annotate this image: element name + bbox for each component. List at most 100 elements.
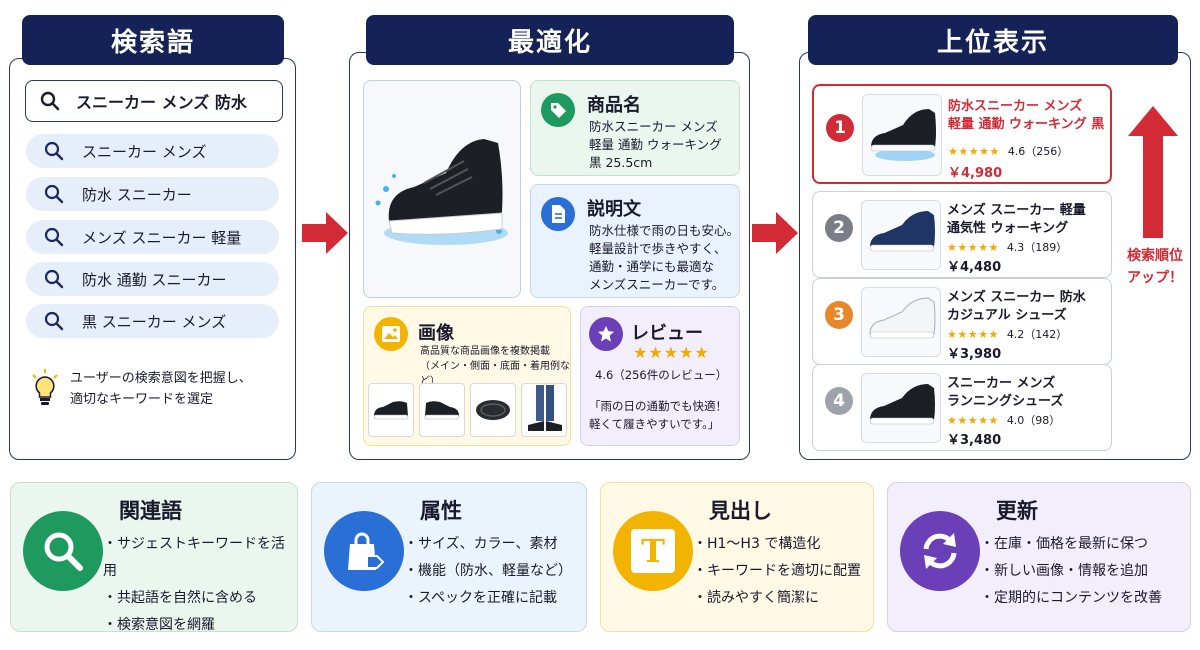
thumbnail[interactable] (470, 383, 516, 437)
attributes-card: 属性 ・サイズ、カラー、素材 ・機能（防水、軽量など） ・スペックを正確に記載 (311, 482, 587, 632)
search-icon (44, 269, 64, 289)
rank-badge: 1 (826, 114, 854, 142)
ranking-item[interactable]: 2 メンズ スニーカー 軽量 通気性 ウォーキング ★★★★★4.3（189） … (812, 191, 1112, 278)
images-card: 画像 高品質な商品画像を複数掲載 （メイン・側面・底面・着用例など） (363, 306, 571, 446)
headings-card: T 見出し ・H1〜H3 で構造化 ・キーワードを適切に配置 ・読みやすく簡潔に (600, 482, 874, 632)
suggestion-item[interactable]: スニーカー メンズ (26, 134, 279, 168)
image-thumbnails (368, 383, 567, 437)
product-thumbnail (862, 94, 942, 176)
text-line: ランニングシューズ (947, 394, 1064, 409)
card-title: 見出し (709, 499, 772, 523)
ranking-item[interactable]: 1 防水スニーカー メンズ 軽量 通勤 ウォーキング 黒 ★★★★★ 4.6（25… (812, 84, 1112, 184)
rating-value: 4.3（189） (1006, 241, 1068, 254)
product-thumbnail (861, 373, 941, 443)
description-title: 説明文 (587, 199, 641, 220)
suggestion-label: スニーカー メンズ (82, 142, 207, 161)
review-card: レビュー ★★★★★ 4.6（256件のレビュー） 「雨の日の通勤でも快適！ 軽… (580, 306, 740, 446)
text-line: メンズ スニーカー 軽量 (947, 203, 1086, 218)
card-list: ・在庫・価格を最新に保つ ・新しい画像・情報を追加 ・定期的にコンテンツを改善 (980, 531, 1162, 612)
thumbnail[interactable] (419, 383, 465, 437)
thumbnail[interactable] (521, 383, 567, 437)
arrow-right-icon (302, 212, 348, 254)
list-item: ・スペックを正確に記載 (404, 590, 558, 606)
description-text: 防水仕様で雨の日も安心。 軽量設計で歩きやすく、 通勤・通学にも最適な メンズス… (589, 222, 739, 294)
ranking-item[interactable]: 3 メンズ スニーカー 防水 カジュアル シューズ ★★★★★4.2（142） … (812, 278, 1112, 365)
rank-rating: ★★★★★4.0（98） (947, 412, 1060, 428)
search-input[interactable]: スニーカー メンズ 防水 (25, 80, 283, 122)
text-line: メンズスニーカーです。 (589, 277, 725, 292)
text-line: 高品質な商品画像を複数掲載 (420, 346, 550, 357)
rating-stars: ★★★★★ (948, 144, 1000, 158)
lightbulb-icon (32, 369, 58, 405)
list-item: ・定期的にコンテンツを改善 (980, 590, 1162, 606)
optimize-column-title: 最適化 (366, 15, 734, 65)
arrow-up-icon (1128, 106, 1178, 238)
text-line: 防水スニーカー メンズ (589, 119, 718, 134)
star-icon (589, 317, 623, 351)
rank-rating: ★★★★★4.2（142） (947, 326, 1067, 342)
search-panel (9, 58, 296, 460)
text-line: カジュアル シューズ (947, 308, 1067, 323)
rating-stars: ★★★★★ (947, 327, 999, 341)
text-line: 検索順位 (1127, 248, 1183, 264)
list-item: ・読みやすく簡潔に (693, 590, 819, 606)
ranking-item[interactable]: 4 スニーカー メンズ ランニングシューズ ★★★★★4.0（98） ￥3,48… (812, 364, 1112, 451)
rank-up-label: 検索順位 アップ！ (1124, 245, 1186, 289)
list-item: ・共起語を自然に含める (103, 590, 257, 606)
search-icon (44, 227, 64, 247)
product-name-card: 商品名 防水スニーカー メンズ 軽量 通勤 ウォーキング 黒 25.5cm (530, 80, 740, 176)
card-list: ・H1〜H3 で構造化 ・キーワードを適切に配置 ・読みやすく簡潔に (693, 531, 861, 612)
text-line: 軽量 通勤 ウォーキング 黒 (948, 117, 1105, 132)
list-item: ・H1〜H3 で構造化 (693, 536, 821, 552)
text-line: メンズ スニーカー 防水 (947, 290, 1086, 305)
review-stars: ★★★★★ (633, 343, 710, 362)
text-line: 通気性 ウォーキング (947, 221, 1069, 236)
review-quote: 「雨の日の通勤でも快適！ 軽くて履きやすいです。」 (589, 397, 727, 433)
rank-product-name: 防水スニーカー メンズ 軽量 通勤 ウォーキング 黒 (948, 98, 1108, 134)
review-title: レビュー (631, 323, 703, 344)
list-item: ・新しい画像・情報を追加 (980, 563, 1148, 579)
card-list: ・サイズ、カラー、素材 ・機能（防水、軽量など） ・スペックを正確に記載 (404, 531, 572, 612)
update-card: 更新 ・在庫・価格を最新に保つ ・新しい画像・情報を追加 ・定期的にコンテンツを… (887, 482, 1191, 632)
product-main-image (363, 80, 521, 298)
card-title: 属性 (420, 499, 462, 523)
rank-price: ￥3,480 (947, 433, 1002, 448)
rating-stars: ★★★★★ (947, 413, 999, 427)
rank-product-name: メンズ スニーカー 軽量 通気性 ウォーキング (947, 202, 1107, 238)
text-line: （メイン・側面・底面・着用例など） (420, 361, 570, 387)
suggestion-item[interactable]: 黒 スニーカー メンズ (26, 304, 279, 338)
rank-badge: 4 (825, 387, 853, 415)
image-icon (374, 317, 408, 351)
suggestion-item[interactable]: 防水 通勤 スニーカー (26, 262, 279, 296)
search-tip: ユーザーの検索意図を把握し、 適切なキーワードを選定 (30, 368, 290, 410)
arrow-right-icon (752, 212, 798, 254)
rank-price: ￥4,980 (948, 166, 1003, 181)
tip-line: 適切なキーワードを選定 (70, 392, 214, 407)
sneaker-image (375, 139, 508, 245)
text-line: 軽量 通勤 ウォーキング (589, 137, 722, 152)
card-title: 更新 (996, 499, 1038, 523)
rank-product-name: スニーカー メンズ ランニングシューズ (947, 375, 1107, 411)
rating-value: 4.6（256） (1007, 145, 1069, 158)
list-item: ・在庫・価格を最新に保つ (980, 536, 1148, 552)
search-icon (44, 311, 64, 331)
shopping-bag-icon (324, 511, 404, 591)
list-item: ・検索意図を網羅 (103, 617, 215, 633)
list-item: ・キーワードを適切に配置 (693, 563, 861, 579)
rank-badge: 3 (825, 301, 853, 329)
refresh-icon (900, 511, 980, 591)
suggestion-label: 防水 スニーカー (82, 185, 192, 204)
thumbnail[interactable] (368, 383, 414, 437)
text-line: 「雨の日の通勤でも快適！ (589, 399, 727, 413)
list-item: ・サイズ、カラー、素材 (404, 536, 558, 552)
suggestion-item[interactable]: 防水 スニーカー (26, 177, 279, 211)
suggestion-item[interactable]: メンズ スニーカー 軽量 (26, 220, 279, 254)
suggestion-label: メンズ スニーカー 軽量 (82, 228, 242, 247)
tag-icon (541, 93, 575, 127)
suggestion-label: 黒 スニーカー メンズ (82, 312, 227, 331)
text-line: 軽くて履きやすいです。」 (589, 417, 720, 431)
rank-rating: ★★★★★ 4.6（256） (948, 143, 1068, 159)
rank-product-name: メンズ スニーカー 防水 カジュアル シューズ (947, 289, 1107, 325)
rank-badge: 2 (825, 214, 853, 242)
search-column-title: 検索語 (22, 15, 284, 65)
